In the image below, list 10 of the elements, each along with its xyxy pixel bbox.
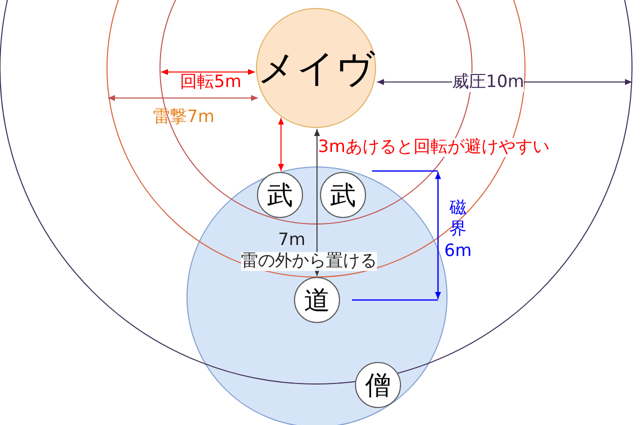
arrow xyxy=(314,128,320,276)
range-label: 雷撃7m xyxy=(153,108,214,127)
range-label: 威圧10m xyxy=(452,73,524,92)
boss-marker: メイヴ xyxy=(256,8,376,128)
distance-label: 7m xyxy=(278,231,306,250)
note-text: 雷の外から置ける xyxy=(241,252,377,271)
arrow xyxy=(278,117,284,172)
note-text: 3mあけると回転が避けやすい xyxy=(318,138,550,157)
range-label: 回転5m xyxy=(180,73,242,92)
distance-label: 磁界6m xyxy=(443,198,473,262)
